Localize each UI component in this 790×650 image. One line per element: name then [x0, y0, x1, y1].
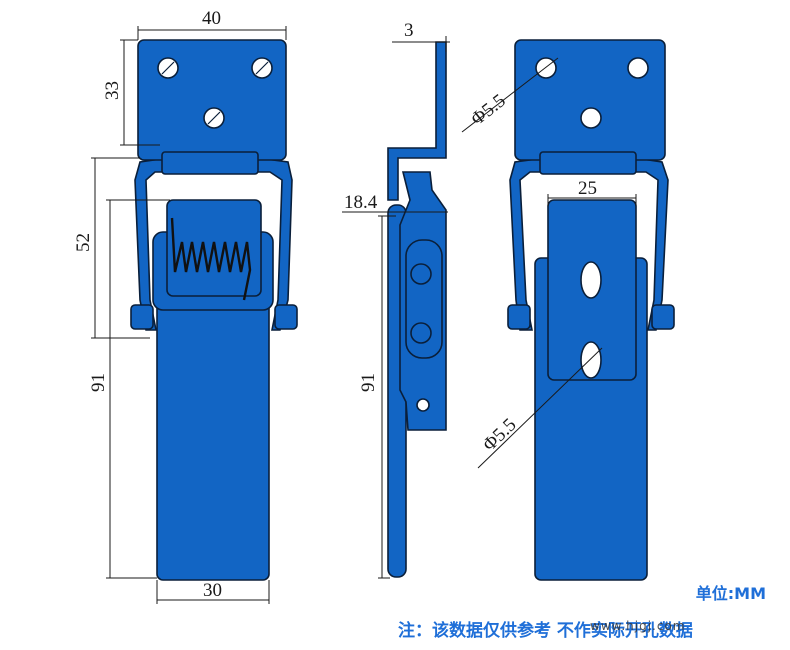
- front-spring-coil: [170, 217, 252, 301]
- dim-front-plate-height: 33: [102, 81, 123, 100]
- watermark: www.hjgj.com: [590, 619, 686, 633]
- unit-label: 单位:MM: [695, 584, 766, 603]
- side-rivet-top: [410, 263, 432, 285]
- back-hinge-band: [539, 151, 637, 175]
- back-pivot-right: [651, 304, 675, 330]
- back-hole-3: [580, 107, 602, 129]
- back-pivot-left: [507, 304, 531, 330]
- back-hole-1: [535, 57, 557, 79]
- side-hole: [416, 398, 430, 412]
- dim-side-length: 91: [358, 373, 379, 392]
- back-dimensions: [461, 57, 637, 469]
- front-pivot-right: [274, 304, 298, 330]
- dim-front-lever-width: 30: [203, 580, 222, 601]
- back-hole-2: [627, 57, 649, 79]
- dim-front-lever-length: 91: [88, 373, 109, 392]
- side-view: [387, 41, 447, 578]
- dim-back-slot-width: 25: [578, 178, 597, 199]
- back-slot-hole-2: [580, 341, 602, 379]
- dim-front-hook-height: 52: [73, 233, 94, 252]
- front-hinge-band: [161, 151, 259, 175]
- dim-side-offset: 18.4: [344, 192, 378, 213]
- front-view: [130, 39, 298, 581]
- back-slot-hole-1: [580, 261, 602, 299]
- side-rivet: [410, 322, 432, 344]
- back-hinge-plate: [514, 39, 666, 161]
- dim-side-thickness: 3: [404, 20, 414, 41]
- dim-front-width: 40: [202, 8, 221, 29]
- disclaimer-note: 注：该数据仅供参考 不作实际开孔数据: [398, 621, 693, 641]
- side-dimensions: [342, 36, 450, 579]
- front-pivot-left: [130, 304, 154, 330]
- front-dimensions: [91, 26, 287, 604]
- side-plate: [387, 41, 447, 201]
- back-view: [507, 39, 675, 581]
- dim-back-hole-bottom: Φ5.5: [479, 414, 521, 455]
- dim-back-hole-top: Φ5.5: [467, 90, 510, 130]
